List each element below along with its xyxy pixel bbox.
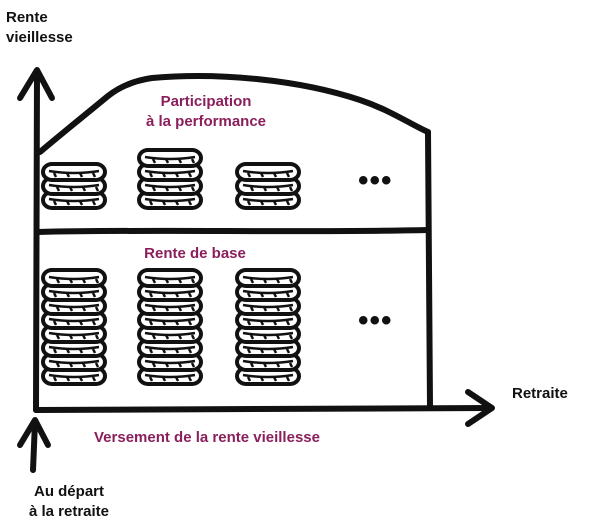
performance-label: Participation à la performance bbox=[145, 93, 267, 130]
region-divider bbox=[35, 227, 431, 235]
payment-label: Versement de la rente vieillesse bbox=[94, 429, 320, 446]
origin-arrow-shaft bbox=[30, 419, 38, 473]
coin bbox=[41, 268, 107, 288]
y-axis-line bbox=[33, 69, 40, 413]
coin-stacks bbox=[41, 148, 301, 386]
coin bbox=[41, 162, 107, 182]
y-axis-label: Rente vieillesse bbox=[6, 9, 73, 46]
coin bbox=[137, 268, 203, 288]
performance-curve bbox=[37, 73, 431, 155]
x-axis-label: Retraite bbox=[512, 385, 568, 402]
origin-label: Au départ à la retraite bbox=[28, 483, 110, 520]
y-axis-arrow bbox=[17, 67, 55, 101]
box-right-edge bbox=[425, 129, 433, 410]
x-axis-arrow bbox=[465, 389, 495, 427]
coin bbox=[235, 162, 301, 182]
base-rent-label: Rente de base bbox=[144, 245, 246, 262]
x-axis-line bbox=[33, 405, 493, 413]
ellipsis-top: ••• bbox=[358, 164, 393, 197]
coin bbox=[137, 148, 203, 168]
origin-arrow-head bbox=[17, 417, 51, 448]
coin bbox=[235, 268, 301, 288]
ellipsis-bottom: ••• bbox=[358, 304, 393, 337]
